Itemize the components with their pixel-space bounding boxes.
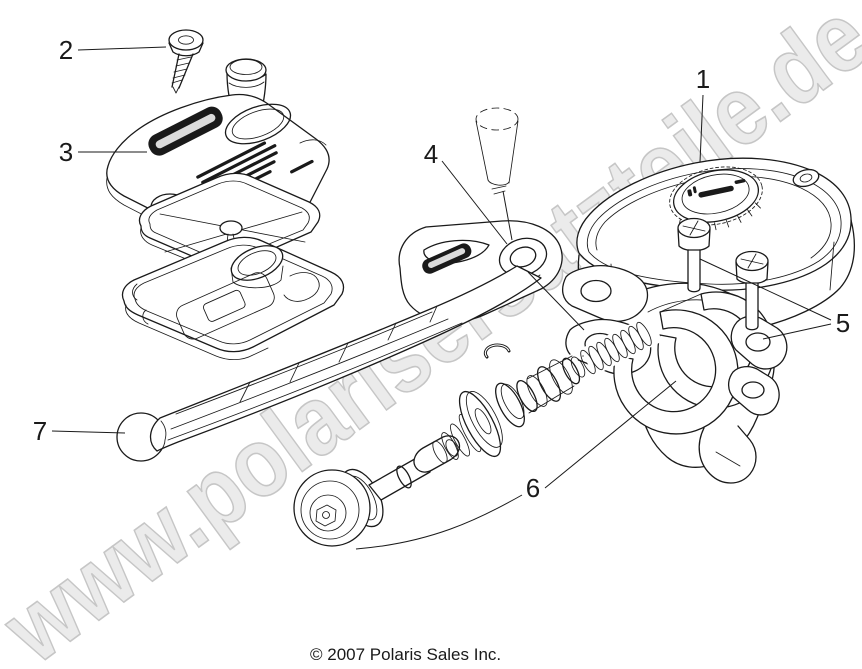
leader-line [441, 160, 508, 245]
callout-7-label: 7 [33, 416, 47, 446]
lever-blade-details [159, 305, 463, 453]
alignment-line [502, 190, 513, 241]
leader-line [51, 430, 126, 434]
callout-5-label: 5 [836, 308, 850, 338]
pushrod [368, 435, 461, 501]
alignment-line [527, 271, 585, 331]
bolt-b [735, 250, 769, 331]
copyright-text: © 2007 Polaris Sales Inc. [310, 645, 501, 664]
pivot-pin [475, 107, 585, 331]
mounting-bolts [677, 217, 769, 331]
reservoir-cover-assembly [106, 58, 345, 361]
leader-line [355, 380, 677, 550]
callout-6-label: 6 [526, 473, 540, 503]
callout-3-label: 3 [59, 137, 73, 167]
callout-7: 7 [33, 416, 126, 446]
clamp-saddle-front [613, 309, 739, 435]
callout-1-label: 1 [696, 64, 710, 94]
bolt-a [677, 217, 711, 293]
lever-blade [149, 265, 542, 452]
brake-lever [116, 220, 563, 462]
leader-line [77, 46, 167, 51]
screw-threads [171, 56, 192, 94]
cover-screw [168, 29, 204, 94]
return-spring [580, 315, 663, 376]
callout-5: 5 [699, 258, 850, 340]
callout-4: 4 [424, 139, 508, 245]
piston-kit [293, 315, 663, 547]
callout-2-label: 2 [59, 35, 73, 65]
cover-diaphragm [121, 236, 345, 361]
callout-4-label: 4 [424, 139, 438, 169]
leader-line [699, 94, 704, 163]
callout-2: 2 [59, 35, 167, 65]
circlip [483, 343, 511, 359]
callout-3: 3 [59, 137, 147, 167]
piston-washer [458, 382, 525, 458]
clamp-ears [698, 315, 788, 484]
pushrod-boot [293, 468, 384, 547]
leader-line [699, 258, 832, 340]
callout-6: 6 [355, 380, 677, 550]
callout-1: 1 [696, 64, 710, 163]
cover-float-plate [138, 172, 321, 269]
